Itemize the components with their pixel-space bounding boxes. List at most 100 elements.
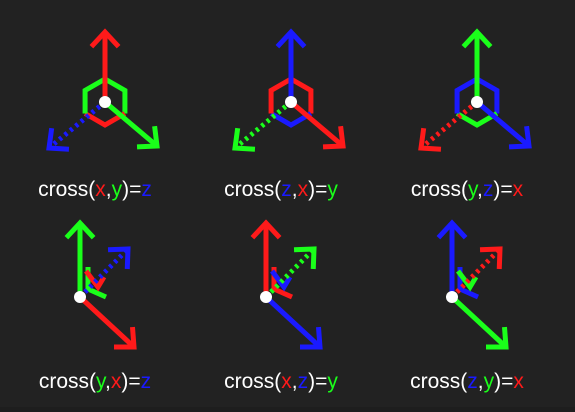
rotation-hexagon-arc-c	[82, 76, 107, 114]
axes-drawing	[232, 28, 346, 152]
caption-result: y	[327, 178, 338, 201]
panel-cross-x-z: cross(x,z)=y	[186, 212, 376, 412]
panel-cross-y-z: cross(y,z)=x	[372, 20, 562, 220]
axis-right-arrow	[289, 100, 345, 148]
axis-down-arrow	[78, 295, 136, 349]
axes-drawing	[436, 219, 509, 350]
rotation-hexagon-arc-c	[454, 76, 479, 114]
rotation-hexagon-arc-c	[268, 76, 293, 114]
axis-down-arrow-head	[485, 326, 509, 350]
axis-up-arrow-head	[250, 219, 282, 240]
caption-sep: ,	[477, 178, 483, 201]
axis-up-arrow-head	[64, 219, 96, 240]
origin-dot	[285, 96, 297, 108]
axes-drawing	[64, 219, 137, 350]
caption-sep: ,	[105, 370, 111, 393]
caption-fn: cross(	[410, 370, 468, 393]
origin-dot	[74, 291, 86, 303]
caption-arg-a: x	[95, 178, 106, 201]
caption-arg-b: y	[483, 370, 495, 393]
caption: cross(z,x)=y	[186, 178, 376, 208]
rotation-mark-b	[84, 269, 107, 292]
caption-fn: cross(	[224, 370, 282, 393]
panel-cross-z-y: cross(z,y)=x	[372, 212, 562, 412]
axis-up-right-dashed-arrow-head	[293, 246, 317, 270]
axis-up-right-dashed-arrow	[450, 247, 502, 299]
caption-sep: ,	[477, 370, 484, 393]
caption-arg-b: x	[110, 370, 122, 393]
axis-up-arrow-head	[436, 219, 468, 240]
rotation-hexagon-arc-a	[475, 76, 500, 114]
rotation-hexagon-arc-a	[289, 76, 314, 114]
axis-right-arrow-head	[136, 125, 160, 150]
axis-up-arrow-head	[461, 28, 493, 49]
caption: cross(y,x)=z	[0, 370, 190, 400]
caption: cross(x,y)=z	[0, 178, 190, 208]
axis-down-arrow	[264, 295, 322, 349]
caption-fn: cross(	[38, 370, 97, 393]
axes-drawing	[250, 219, 323, 350]
caption-close: )=	[121, 370, 141, 393]
axis-right-arrow-head	[322, 125, 346, 150]
caption-arg-a: z	[281, 178, 292, 201]
origin-dot	[99, 96, 111, 108]
axis-left-dashed-arrow	[419, 100, 479, 150]
origin-dot	[260, 291, 272, 303]
panel-cross-y-x: cross(y,x)=z	[0, 212, 190, 412]
axis-left-dashed-arrow	[233, 100, 293, 150]
axis-up-arrow-head	[275, 28, 307, 49]
rotation-hexagon-arc-b	[455, 111, 499, 128]
rotation-hexagon-arc-b	[83, 111, 127, 128]
panel-cross-z-x: cross(z,x)=y	[186, 20, 376, 220]
axis-left-dashed-arrow	[47, 100, 107, 150]
caption-arg-b: x	[297, 178, 309, 201]
caption-result: y	[327, 370, 338, 393]
axis-right-arrow-head	[508, 125, 532, 150]
axis-down-arrow	[450, 295, 508, 349]
caption-arg-a: y	[96, 370, 105, 393]
axis-left-dashed-arrow-head	[418, 127, 442, 152]
caption-close: )=	[493, 178, 513, 201]
caption-sep: ,	[291, 178, 298, 201]
caption-arg-a: x	[281, 370, 292, 393]
caption-result: z	[140, 370, 152, 393]
caption-close: )=	[308, 370, 328, 393]
caption-arg-a: y	[468, 178, 477, 201]
rotation-mark-b	[270, 269, 293, 292]
panel-cross-x-y: cross(x,y)=z	[0, 20, 190, 220]
caption-close: )=	[494, 370, 514, 393]
rotation-hexagon-arc-a	[103, 76, 128, 114]
axis-right-arrow	[103, 100, 159, 148]
caption: cross(y,z)=x	[372, 178, 562, 208]
caption-fn: cross(	[224, 178, 282, 201]
axis-up-right-dashed-arrow	[264, 247, 316, 299]
caption-result: z	[141, 178, 152, 201]
axis-left-dashed-arrow-head	[232, 127, 256, 152]
caption-close: )=	[308, 178, 328, 201]
axes-drawing	[418, 28, 532, 152]
caption-fn: cross(	[410, 178, 469, 201]
caption-arg-b: y	[111, 178, 123, 201]
axis-up-right-dashed-arrow-head	[107, 246, 131, 270]
rotation-hexagon-arc-b	[269, 111, 313, 128]
caption-arg-b: z	[482, 178, 494, 201]
origin-dot	[446, 291, 458, 303]
axis-left-dashed-arrow-head	[46, 127, 70, 152]
axis-up-right-dashed-arrow	[78, 247, 130, 299]
caption-fn: cross(	[38, 178, 96, 201]
caption-arg-b: z	[297, 370, 309, 393]
caption-arg-a: z	[467, 370, 478, 393]
axis-up-arrow-head	[89, 28, 121, 49]
caption: cross(z,y)=x	[372, 370, 562, 400]
axis-down-arrow-head	[113, 326, 137, 350]
axes-drawing	[46, 28, 160, 152]
caption-result: x	[513, 370, 524, 393]
rotation-mark-b	[456, 269, 479, 292]
axis-up-right-dashed-arrow-head	[479, 246, 503, 270]
axis-down-arrow-head	[299, 326, 323, 350]
origin-dot	[471, 96, 483, 108]
caption-close: )=	[122, 178, 142, 201]
caption-sep: ,	[291, 370, 298, 393]
caption-sep: ,	[105, 178, 112, 201]
